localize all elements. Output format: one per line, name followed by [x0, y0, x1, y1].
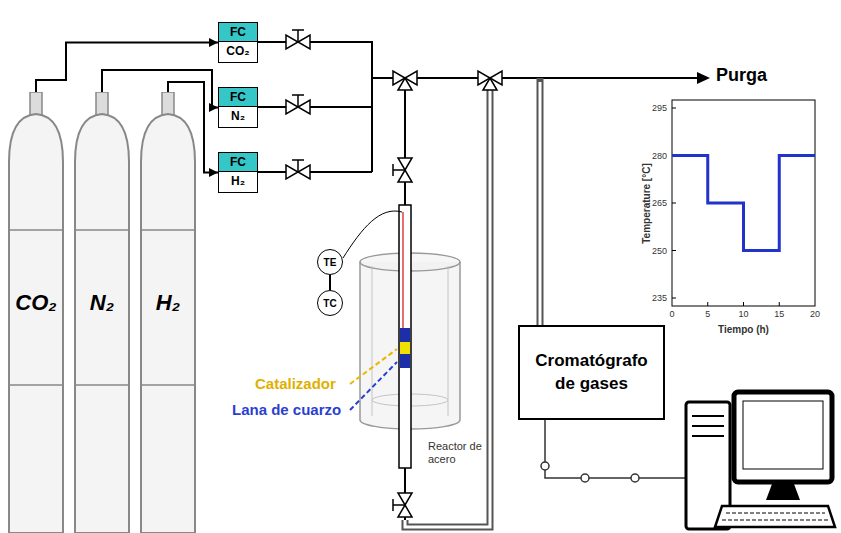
cable-node [541, 462, 549, 470]
keyboard [715, 506, 835, 527]
axis-tick: 10 [738, 309, 748, 319]
valve-symbol [398, 505, 412, 517]
valve-symbol [398, 170, 412, 182]
cylinder-neck [96, 92, 108, 115]
purge-arrowhead [697, 72, 710, 84]
chart-frame [672, 100, 815, 306]
valve-symbol [298, 35, 310, 49]
cylinder-body [75, 114, 129, 533]
node-text: N₂ [72, 290, 132, 316]
gas-pipe [258, 42, 700, 172]
keyboard-keys [722, 513, 829, 520]
node-text: H₂ [219, 172, 257, 190]
arrowhead [209, 103, 218, 112]
flow-controller: FCH₂ [218, 152, 258, 193]
axis-tick: 235 [652, 293, 667, 303]
data-cable [545, 420, 686, 478]
axis-tick: 15 [774, 309, 784, 319]
valve-symbol [286, 100, 298, 114]
instrument-circle: TE [317, 249, 343, 275]
connector [102, 70, 218, 112]
cylinder-body [141, 114, 195, 533]
callout-label: Lana de cuarzo [232, 401, 341, 418]
cylinder-neck [30, 92, 42, 115]
device-tag: FC [219, 153, 257, 172]
cable-node [581, 474, 589, 482]
gate-valves [393, 158, 412, 517]
valve-stem [292, 30, 304, 42]
heated-line-outer [405, 78, 540, 527]
axis-title: Tiempo (h) [718, 324, 769, 335]
instrument-circle: TC [317, 290, 343, 316]
gas-cylinder: H₂ [138, 92, 198, 533]
thermocouple-wire [343, 211, 402, 258]
drive-slot [692, 416, 724, 436]
valve-symbol [286, 35, 298, 49]
three-way-valves [393, 71, 502, 90]
arrowhead [209, 168, 218, 177]
valve-stem [393, 164, 405, 176]
node-text: TC [323, 298, 336, 309]
cable-node [631, 474, 639, 482]
connector-line [329, 275, 331, 290]
callout-label: Catalizador [255, 375, 336, 392]
node-text: H₂ [138, 290, 198, 316]
outlet-label: Purga [716, 65, 767, 86]
axis-tick: 5 [705, 309, 710, 319]
leader-line [350, 362, 397, 410]
node-text: CO₂ [6, 290, 66, 316]
axis-tick: 250 [652, 246, 667, 256]
valve-symbol [286, 165, 298, 179]
device-tag: FC [219, 88, 257, 107]
monitor-screen [743, 401, 823, 469]
axis-tick: 295 [652, 103, 667, 113]
node-text: Cromatógrafo de gases [526, 350, 657, 394]
node-text: N₂ [219, 107, 257, 125]
valve-symbol [298, 100, 310, 114]
monitor-stand [766, 484, 800, 500]
connector [36, 38, 218, 92]
chromatograph-box: Cromatógrafo de gases [518, 325, 665, 420]
device-tag: FC [219, 23, 257, 42]
valve-stem [292, 160, 304, 172]
flow-controller: FCN₂ [218, 87, 258, 128]
monitor [734, 392, 832, 482]
quartz-wool [400, 354, 410, 368]
heated-line-inner [405, 82, 540, 527]
gas-cylinder: CO₂ [6, 92, 66, 533]
leader-line [350, 349, 397, 384]
cylinder-body [9, 114, 63, 533]
axis-tick: 0 [669, 309, 674, 319]
part-label: Reactor de acero [428, 440, 484, 466]
valve-symbol [398, 493, 412, 505]
gas-cylinder: N₂ [72, 92, 132, 533]
arrowhead [209, 38, 218, 47]
cylinder-neck [162, 92, 174, 115]
valve-symbol [483, 78, 497, 90]
valve-symbol [398, 78, 412, 90]
chart-ticks [672, 108, 779, 306]
valve-stem [292, 95, 304, 107]
valve-symbol [398, 158, 412, 170]
thermocouple [402, 212, 403, 328]
needle-valves [286, 30, 310, 179]
quartz-wool [400, 328, 410, 342]
axis-tick: 265 [652, 198, 667, 208]
axis-tick: 20 [810, 309, 820, 319]
node-text: CO₂ [219, 42, 257, 60]
valve-stem [393, 499, 405, 511]
catalyst-bed [400, 342, 410, 354]
connector-line [36, 43, 218, 93]
axis-tick: 280 [652, 151, 667, 161]
temperature-profile [672, 156, 815, 251]
connector-line [102, 70, 218, 108]
axis-title: Temperature [°C] [641, 163, 652, 244]
reactor-tube [399, 205, 411, 468]
flow-controller: FCCO₂ [218, 22, 258, 63]
connector [330, 275, 331, 290]
valve-symbol [298, 165, 310, 179]
node-text: TE [324, 257, 337, 268]
